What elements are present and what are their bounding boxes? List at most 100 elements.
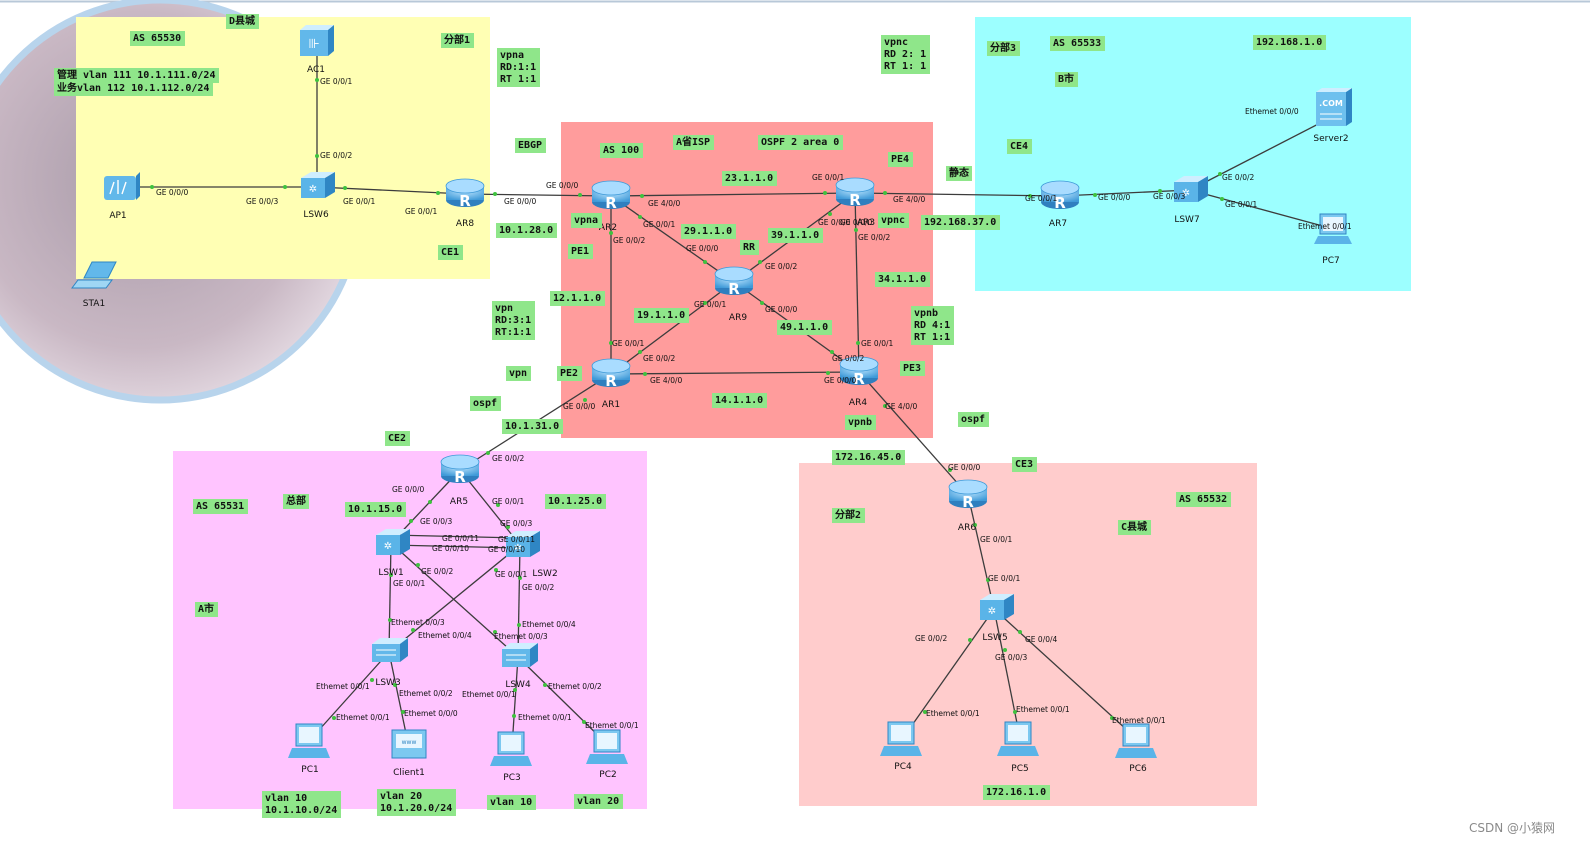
link-lsw7-pc7 — [1189, 189, 1331, 229]
name-ac1: AC1 — [307, 65, 325, 75]
svg-text:AS 65533: AS 65533 — [1053, 38, 1101, 49]
svg-text:R: R — [605, 372, 617, 390]
port-label: Ethemet 0/0/1 — [1298, 222, 1352, 231]
pc-pc3[interactable] — [490, 731, 532, 766]
label-d-city: D县城 — [226, 14, 259, 29]
port-label: Ethemet 0/0/1 — [518, 713, 572, 722]
port-label: GE 0/0/0 — [948, 463, 981, 472]
port-labels: GE 0/0/1 GE 0/0/2 GE 0/0/0 GE 0/0/3 GE 0… — [156, 77, 1352, 730]
link-ar1-ar4 — [610, 371, 860, 375]
zone-d-city — [76, 17, 490, 279]
access-point-ap1[interactable] — [104, 172, 140, 200]
router-ar2[interactable]: R — [591, 180, 631, 212]
port-label: Ethemet 0/0/3 — [494, 632, 548, 641]
label-as65533: AS 65533 — [1050, 36, 1105, 51]
switch-lsw5[interactable]: ✲ — [980, 594, 1014, 620]
switch-lsw6[interactable]: ✲ — [301, 172, 335, 198]
name-ar1: AR1 — [602, 400, 620, 410]
pc-pc5[interactable] — [997, 721, 1039, 756]
name-client1: Client1 — [393, 768, 425, 778]
switch-lsw1[interactable]: ✲ — [376, 529, 410, 555]
pc-pc4[interactable] — [880, 721, 922, 756]
port-label: GE 0/0/0 — [392, 485, 425, 494]
name-pc7: PC7 — [1322, 256, 1339, 266]
switch-lsw4[interactable] — [502, 643, 538, 667]
label-rr: RR — [740, 240, 759, 255]
label-net-49: 49.1.1.0 — [777, 320, 832, 335]
pc-pc6[interactable] — [1115, 723, 1157, 758]
watermark: CSDN @小猿网 — [1469, 820, 1555, 835]
svg-text:10.1.15.0: 10.1.15.0 — [348, 504, 402, 515]
pc-pc7[interactable] — [1314, 213, 1352, 244]
name-ap1: AP1 — [109, 211, 126, 221]
port-label: GE 0/0/1 — [320, 77, 353, 86]
name-ar2: AR2 — [599, 223, 617, 233]
router-ar8[interactable]: R — [445, 178, 485, 210]
name-ar6: AR6 — [958, 523, 976, 533]
port-label: GE 0/0/0 — [156, 188, 189, 197]
port-label: Ethemet 0/0/0 — [1245, 107, 1299, 116]
router-ar6[interactable]: R — [948, 479, 988, 511]
port-label: GE 0/0/2 — [421, 567, 454, 576]
name-pc3: PC3 — [503, 773, 520, 783]
client-client1[interactable]: www — [391, 729, 427, 759]
router-ar7[interactable]: R — [1040, 180, 1080, 212]
svg-text:PE1: PE1 — [571, 246, 589, 257]
port-label: GE 0/0/10 — [432, 544, 469, 553]
label-net-192-168-37: 192.168.37.0 — [921, 215, 1000, 230]
name-ar7: AR7 — [1049, 219, 1067, 229]
port-label: GE 0/0/0 — [546, 181, 579, 190]
router-ar1[interactable]: R — [591, 358, 631, 390]
link-lsw5-pc5 — [993, 608, 1021, 739]
port-label: GE 0/0/2 — [492, 454, 525, 463]
name-sta1: STA1 — [83, 299, 105, 309]
svg-text:ospf: ospf — [473, 398, 497, 409]
label-net-172-1: 172.16.1.0 — [983, 785, 1050, 800]
link-ar4-ar6 — [858, 371, 969, 496]
port-label: GE 0/0/3 — [500, 519, 533, 528]
label-pe1: PE1 — [568, 244, 593, 259]
port-label: GE 0/0/2 — [858, 233, 891, 242]
label-a-isp: A省ISP — [673, 135, 714, 150]
port-label: Ethemet 0/0/1 — [1016, 705, 1070, 714]
port-label: GE 0/0/1 — [612, 339, 645, 348]
label-branch3: 分部3 — [987, 41, 1020, 56]
pc-pc2[interactable] — [586, 729, 628, 764]
switch-lsw7[interactable]: ✲ — [1174, 176, 1208, 202]
svg-text:A省ISP: A省ISP — [676, 135, 710, 148]
label-net-29: 29.1.1.0 — [681, 224, 736, 239]
port-label: GE 0/0/2 — [915, 634, 948, 643]
port-label: GE 4/0/0 — [648, 199, 681, 208]
router-ar4[interactable]: R — [839, 356, 879, 388]
router-ar5[interactable]: R — [440, 454, 480, 486]
router-ar9[interactable]: R — [714, 266, 754, 298]
router-ar3[interactable]: R — [835, 177, 875, 209]
svg-text:R: R — [853, 370, 865, 388]
svg-text:✲: ✲ — [988, 606, 996, 617]
links — [122, 50, 1331, 748]
port-label: GE 4/0/0 — [885, 402, 918, 411]
port-label: GE 0/0/1 — [492, 497, 525, 506]
port-label: GE 0/0/1 — [393, 579, 426, 588]
pc-pc1[interactable] — [288, 723, 330, 758]
switch-lsw2[interactable]: ✲ — [506, 531, 540, 557]
zone-b-city — [975, 17, 1411, 291]
port-label: Ethemet 0/0/1 — [336, 713, 390, 722]
laptop-sta1[interactable] — [71, 261, 117, 289]
link-lsw2-lsw3 — [388, 544, 521, 653]
svg-text:R: R — [605, 194, 617, 212]
label-net-10-15: 10.1.15.0 — [345, 502, 406, 517]
port-label: GE 0/0/1 — [405, 207, 438, 216]
name-ar3: AR3 — [857, 218, 875, 228]
access-controller-ac1[interactable]: ⊪ — [300, 25, 334, 56]
svg-text:总部: 总部 — [286, 494, 306, 507]
port-label: GE 0/0/0 — [818, 218, 851, 227]
svg-text:AS 65531: AS 65531 — [196, 501, 244, 512]
server-server2[interactable]: .COM — [1316, 88, 1352, 126]
switch-lsw3[interactable] — [372, 638, 408, 662]
port-label: GE 4/0/0 — [893, 195, 926, 204]
svg-text:静态: 静态 — [949, 166, 969, 179]
